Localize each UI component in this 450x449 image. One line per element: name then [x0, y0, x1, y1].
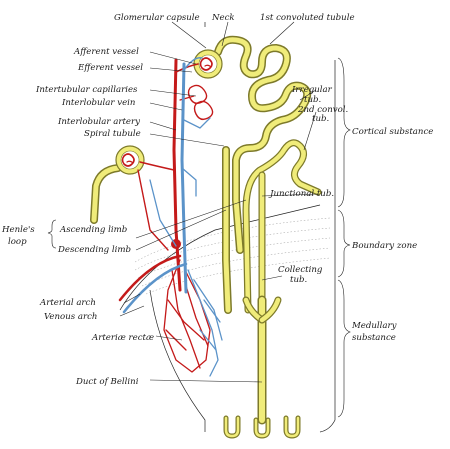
- glomerulus-upper: [193, 49, 223, 79]
- label-irregular-tub-line1: Irregular: [291, 85, 333, 95]
- label-medullary-substance-line1: Medullary: [351, 321, 397, 331]
- label-cortical-substance: Cortical substance: [352, 127, 433, 137]
- label-interlobular-vein: Interlobular vein: [61, 98, 135, 108]
- label-spiral-tubule: Spiral tubule: [84, 129, 141, 139]
- label-neck: Neck: [211, 13, 235, 23]
- medullary-bracket: [337, 279, 351, 418]
- label-second-convol-tub-line2: tub.: [312, 114, 329, 124]
- label-first-convoluted-tubule: 1st convoluted tubule: [260, 13, 355, 23]
- label-glomerular-capsule: Glomerular capsule: [114, 13, 200, 23]
- boundary-bracket: [337, 209, 351, 278]
- label-interlobular-artery: Interlobular artery: [57, 117, 140, 127]
- uriniferous-tubule: [90, 35, 322, 439]
- label-boundary-zone: Boundary zone: [351, 241, 417, 251]
- label-collecting-tub-line1: Collecting: [278, 265, 323, 275]
- label-medullary-substance-line2: substance: [352, 333, 396, 343]
- label-arterial-arch: Arterial arch: [39, 298, 96, 308]
- label-descending-limb: Descending limb: [57, 245, 131, 255]
- label-intertubular-capillaries: Intertubular capillaries: [35, 85, 138, 95]
- cortical-bracket: [337, 57, 351, 208]
- label-collecting-tub-line2: tub.: [290, 275, 307, 285]
- label-afferent-vessel: Afferent vessel: [73, 47, 139, 57]
- label-second-convol-tub-line1: 2nd convol.: [297, 105, 348, 115]
- label-efferent-vessel: Efferent vessel: [77, 63, 143, 73]
- label-duct-of-bellini: Duct of Bellini: [75, 377, 139, 387]
- leader-lines: [47, 21, 319, 383]
- label-junctional-tub: Junctional tub.: [268, 189, 334, 199]
- arteries: [118, 58, 214, 373]
- labels: Glomerular capsule Neck 1st convoluted t…: [1, 13, 433, 387]
- veins: [122, 57, 223, 377]
- zone-brackets: [337, 57, 351, 418]
- label-irregular-tub-line2: tub.: [304, 95, 321, 105]
- label-arteriae-rectae: Arteriæ rectæ: [91, 333, 154, 343]
- label-ascending-limb: Ascending limb: [59, 225, 127, 235]
- label-henles-loop-line2: loop: [8, 237, 27, 247]
- label-venous-arch: Venous arch: [44, 312, 97, 322]
- label-henles-loop-line1: Henle's: [1, 225, 35, 235]
- glomerulus-lower: [115, 145, 145, 175]
